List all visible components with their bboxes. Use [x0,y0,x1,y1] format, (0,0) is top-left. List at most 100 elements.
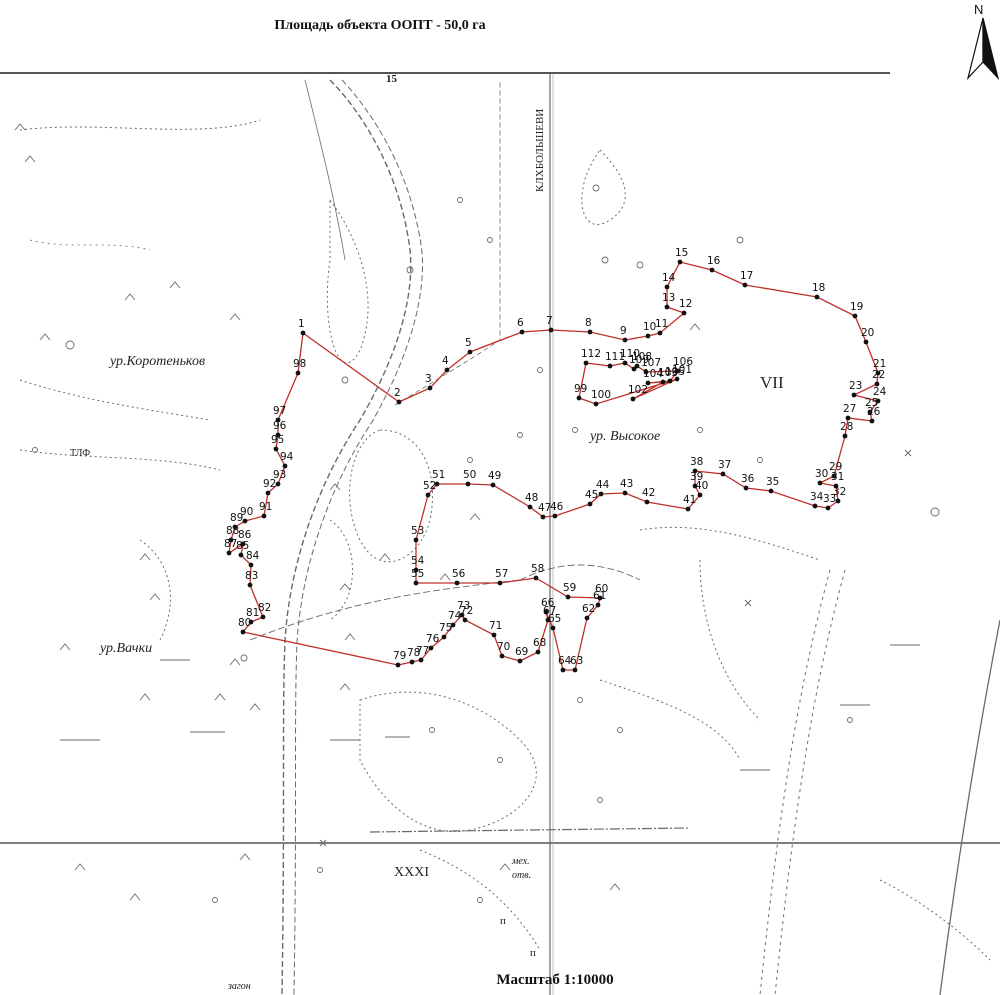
boundary-vertex [643,369,649,375]
map-mark: VII [760,373,784,392]
boundary-vertex [692,483,698,489]
boundary-vertex [527,504,533,510]
vertex-label: 36 [741,473,755,485]
vertex-label: 25 [865,397,878,409]
vertex-label: 7 [546,315,553,327]
map-mark: п [530,947,536,959]
vertex-label: 73 [457,600,470,612]
vertex-label: 8 [585,317,592,329]
boundary-vertex [454,580,460,586]
vertex-label: 106 [673,356,693,368]
boundary-vertex [634,363,640,369]
vertex-label: 74 [448,610,462,622]
vertex-label: 4 [442,355,449,367]
boundary-vertex [413,567,419,573]
boundary-vertex [240,629,246,635]
vertex-label: 108 [632,351,652,363]
vertex-label: 19 [850,301,863,313]
map-mark: отв. [512,870,531,881]
boundary-vertex [825,505,831,511]
boundary-vertex [232,524,238,530]
boundary-vertex [852,313,858,319]
vertex-label: 58 [531,563,544,575]
vertex-label: 95 [271,434,284,446]
vertex-label: 17 [740,270,753,282]
vertex-label: 81 [246,607,259,619]
vertex-label: 103 [658,367,678,379]
boundary-vertex [560,667,566,673]
vertex-label: 69 [515,646,528,658]
boundary-vertex [842,433,848,439]
boundary-vertex [462,617,468,623]
boundary-vertex [265,490,271,496]
boundary-vertex [459,612,465,618]
vertex-label: 84 [246,550,260,562]
vertex-label: 100 [591,389,611,401]
boundary-vertex [595,602,601,608]
boundary-vertex [467,349,473,355]
vertex-label: 42 [642,487,655,499]
boundary-vertex [517,658,523,664]
boundary-vertex [664,304,670,310]
vertex-label: 45 [585,489,598,501]
vertex-label: 77 [416,645,429,657]
vertex-label: 96 [273,420,287,432]
vertex-label: 61 [593,590,606,602]
boundary-vertex [833,483,839,489]
boundary-vertex [490,482,496,488]
vertex-label: 93 [273,469,286,481]
boundary-vertex [681,310,687,316]
vertex-label: 24 [873,386,887,398]
vertex-label: 46 [550,501,564,513]
vertex-label: 59 [563,582,576,594]
vertex-label: 3 [425,373,432,385]
vertex-label: 31 [831,471,844,483]
vertex-label: 107 [641,357,661,369]
boundary-vertex [768,488,774,494]
boundary-vertex [261,513,267,519]
boundary-vertex [587,501,593,507]
boundary-vertex [863,339,869,345]
north-label: N [974,2,984,17]
vertex-label: 56 [452,568,466,580]
vertex-label: 39 [690,471,703,483]
vertex-label: 38 [690,456,703,468]
boundary-vertex [674,376,680,382]
vertex-label: 80 [238,617,251,629]
boundary-vertex [875,370,881,376]
vertex-label: 26 [867,406,881,418]
vertex-label: 50 [463,469,476,481]
boundary-vertex [240,541,246,547]
vertex-label: 99 [574,383,587,395]
boundary-vertex [874,381,880,387]
vertex-label: 82 [258,602,271,614]
boundary-vertex [491,632,497,638]
boundary-vertex [565,594,571,600]
vertex-label: 34 [810,491,824,503]
boundary-vertex [425,492,431,498]
vertex-label: 32 [833,486,846,498]
boundary-vertex [275,417,281,423]
boundary-vertex [499,653,505,659]
boundary-vertex [875,398,881,404]
boundary-vertex [657,330,663,336]
vertex-label: 2 [394,387,401,399]
vertex-label: 37 [718,459,731,471]
vertex-label: 44 [596,479,610,491]
boundary-vertex [247,582,253,588]
boundary-vertex [692,468,698,474]
boundary-vertex [519,329,525,335]
boundary-vertex [814,294,820,300]
vertex-label: 62 [582,603,595,615]
vertex-label: 9 [620,325,627,337]
boundary-vertex [396,399,402,405]
boundary-vertex [444,367,450,373]
boundary-vertex [226,550,232,556]
vertex-label: 30 [815,468,828,480]
vertex-label: 112 [581,348,601,360]
vertex-label: 110 [620,348,640,360]
boundary-vertex [409,659,415,665]
boundary-vertex [576,395,582,401]
boundary-vertex [675,368,681,374]
